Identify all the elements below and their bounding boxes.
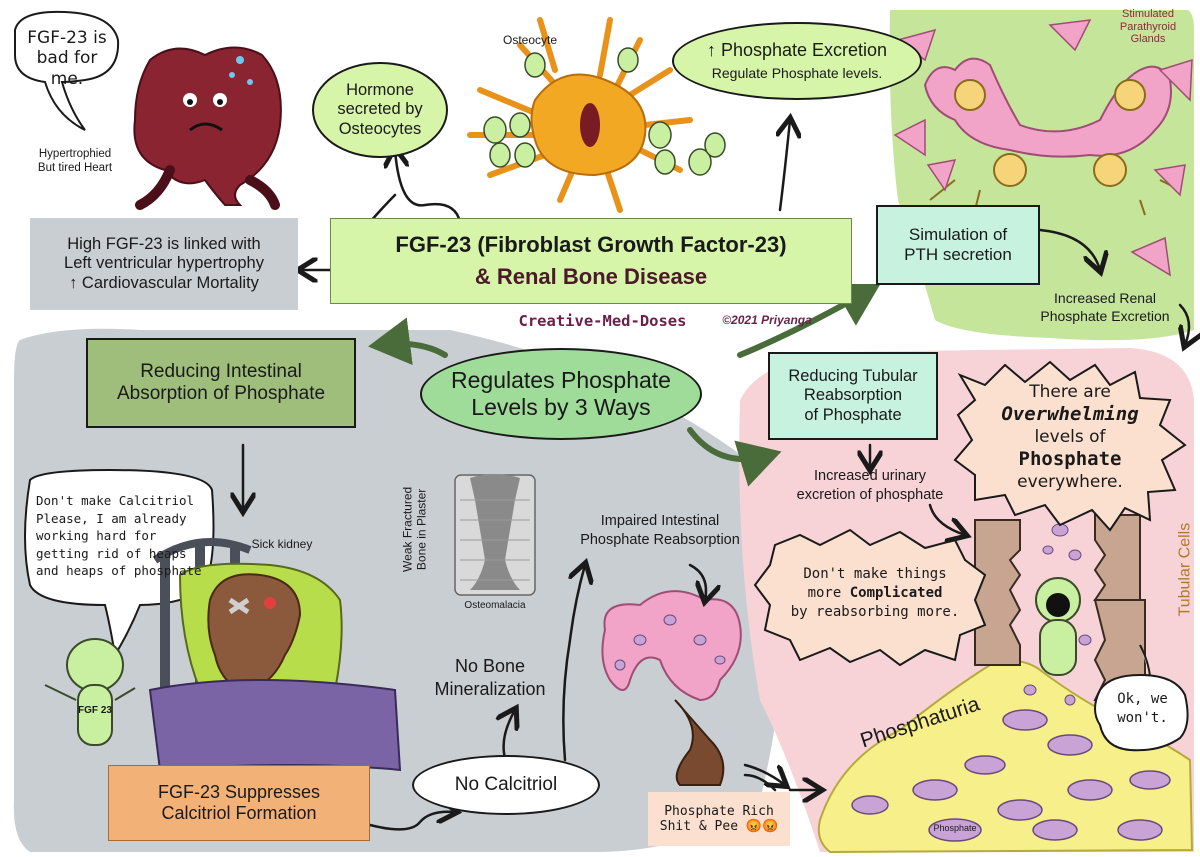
sick-kidney-illustration bbox=[148, 538, 402, 772]
angry-emoji: 😡😡 bbox=[745, 819, 779, 834]
pth-triangles bbox=[893, 19, 1193, 277]
hormone-line1: Hormone bbox=[346, 80, 414, 99]
suppress-line1: FGF-23 Suppresses bbox=[157, 781, 321, 802]
title-box: FGF-23 (Fibroblast Growth Factor-23) & R… bbox=[330, 218, 852, 304]
overwhelming-starburst bbox=[953, 360, 1187, 532]
heart-speech-bubble bbox=[14, 10, 120, 131]
page-subtitle: & Renal Bone Disease bbox=[474, 264, 708, 289]
intestinal-absorption-box: Reducing Intestinal Absorption of Phosph… bbox=[86, 338, 356, 428]
intestinal-line2: Absorption of Phosphate bbox=[116, 383, 326, 404]
bone-label: Weak Fractured Bone in Plaster bbox=[400, 486, 429, 572]
page-title: FGF-23 (Fibroblast Growth Factor-23) bbox=[395, 232, 787, 258]
urine-phosphate-blobs bbox=[851, 709, 1171, 842]
renal-excretion-text: Increased Renal Phosphate Excretion bbox=[1040, 290, 1170, 324]
suppress-calcitriol-box: FGF-23 Suppresses Calcitriol Formation bbox=[108, 765, 370, 841]
fgf-tubule-character bbox=[1035, 577, 1081, 676]
intestinal-line1: Reducing Intestinal bbox=[140, 360, 302, 382]
heart-illustration bbox=[133, 46, 282, 210]
center-line2: Levels by 3 Ways bbox=[471, 394, 651, 420]
tubular-line1: Reducing Tubular bbox=[788, 366, 918, 385]
ok-speech-bubble bbox=[1094, 644, 1189, 752]
no-mineralization-text: No Bone Mineralization bbox=[434, 656, 546, 699]
fgf-character-label: FGF 23 bbox=[78, 705, 112, 716]
intestine-illustration bbox=[601, 590, 742, 786]
tubular-cells-label: Tubular Cells bbox=[1176, 522, 1194, 617]
hormone-line3: Osteocytes bbox=[338, 119, 422, 138]
tubular-line3: of Phosphate bbox=[804, 405, 902, 424]
kidney-speech-text: Don't make Calcitriol Please, I am alrea… bbox=[36, 493, 202, 578]
phosphate-blob-label: Phosphate bbox=[933, 823, 977, 833]
brand-credit: Creative-Med-Doses bbox=[518, 312, 687, 330]
cardio-risk-box: High FGF-23 is linked with Left ventricu… bbox=[30, 218, 298, 310]
tubular-reabsorption-box: Reducing Tubular Reabsorption of Phospha… bbox=[768, 352, 938, 440]
excretion-bubble: ↑ Phosphate Excretion Regulate Phosphate… bbox=[672, 22, 922, 100]
overwhelming-text: There are Overwhelming levels of Phospha… bbox=[1001, 382, 1139, 492]
cardio-line3: ↑ Cardiovascular Mortality bbox=[69, 273, 259, 292]
excretion-line2: Regulate Phosphate levels. bbox=[711, 65, 883, 82]
cardio-line1: High FGF-23 is linked with bbox=[67, 234, 261, 253]
hormone-bubble: Hormone secreted by Osteocytes bbox=[312, 62, 448, 158]
bone-caption: Osteomalacia bbox=[464, 600, 526, 611]
complicated-speech-text: Don't make things more Complicated by re… bbox=[790, 566, 960, 620]
phosphate-dots bbox=[614, 523, 1092, 706]
heart-caption: Hypertrophied But tired Heart bbox=[37, 148, 113, 174]
ok-speech-text: Ok, we won't. bbox=[1117, 691, 1168, 726]
sick-kidney-label: Sick kidney bbox=[251, 537, 313, 551]
copyright-credit: ©2021 Priyanga bbox=[722, 313, 812, 327]
complicated-speech-bubble bbox=[753, 528, 987, 667]
urinary-excretion-text: Increased urinary excretion of phosphate bbox=[796, 468, 944, 503]
cardio-line2: Left ventricular hypertrophy bbox=[64, 254, 264, 273]
center-line1: Regulates Phosphate bbox=[451, 366, 671, 393]
osteocyte-illustration bbox=[467, 17, 726, 213]
kidney-speech-bubble bbox=[24, 468, 215, 658]
bone-illustration bbox=[454, 474, 536, 596]
hormone-line2: secreted by bbox=[337, 100, 423, 119]
pth-line2: PTH secretion bbox=[904, 245, 1012, 264]
phosphate-rich-box: Phosphate Rich Shit & Pee 😡😡 bbox=[648, 792, 790, 846]
heart-speech-text: FGF-23 is bad for me. bbox=[27, 28, 107, 89]
fgf-character bbox=[44, 638, 136, 746]
no-calcitriol-bubble: No Calcitriol bbox=[412, 755, 600, 815]
excretion-line1: ↑ Phosphate Excretion bbox=[706, 40, 888, 61]
tubular-line2: Reabsorption bbox=[803, 386, 903, 405]
suppress-line2: Calcitriol Formation bbox=[161, 803, 317, 823]
pth-line1: Simulation of bbox=[908, 224, 1008, 244]
pth-secretion-box: Simulation of PTH secretion bbox=[876, 205, 1040, 285]
osteocyte-label: Osteocyte bbox=[502, 33, 558, 47]
parathyroid-label: Stimulated Parathyroid Glands bbox=[1119, 8, 1177, 46]
impaired-absorption-text: Impaired Intestinal Phosphate Reabsorpti… bbox=[580, 513, 740, 548]
central-regulation-bubble: Regulates Phosphate Levels by 3 Ways bbox=[420, 348, 702, 440]
